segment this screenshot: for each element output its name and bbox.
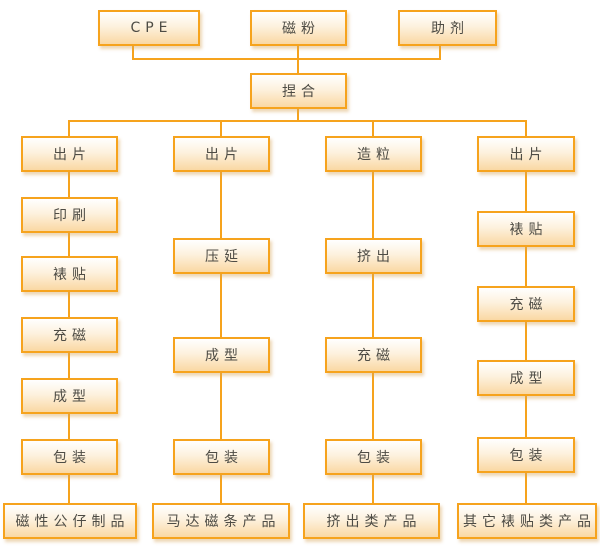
- product-node: 磁性公仔制品: [3, 503, 137, 539]
- connector-line: [68, 233, 70, 256]
- step-node: 裱贴: [21, 256, 118, 292]
- connector-line: [220, 172, 222, 238]
- step-node: 造粒: [325, 136, 422, 172]
- step-node: 出片: [21, 136, 118, 172]
- node-cpe: CPE: [98, 10, 200, 46]
- node-kneading: 捏合: [250, 73, 347, 109]
- step-node: 裱贴: [477, 211, 575, 247]
- connector-line: [68, 353, 70, 378]
- connector-line: [525, 172, 527, 211]
- product-node: 马达磁条产品: [152, 503, 290, 539]
- connector-line: [372, 475, 374, 503]
- connector-line: [525, 396, 527, 437]
- connector-line: [68, 172, 70, 197]
- node-additive: 助剂: [398, 10, 497, 46]
- connector-line: [132, 58, 441, 60]
- step-node: 挤出: [325, 238, 422, 274]
- node-magnetic-powder: 磁粉: [250, 10, 347, 46]
- connector-line: [68, 475, 70, 503]
- connector-line: [220, 373, 222, 439]
- step-node: 成型: [173, 337, 270, 373]
- connector-line: [525, 247, 527, 286]
- step-node: 成型: [477, 360, 575, 396]
- step-node: 包装: [477, 437, 575, 473]
- step-node: 出片: [173, 136, 270, 172]
- connector-line: [525, 322, 527, 360]
- connector-line: [439, 45, 441, 60]
- connector-line: [372, 172, 374, 238]
- product-node: 挤出类产品: [303, 503, 440, 539]
- connector-line: [297, 45, 299, 75]
- step-node: 成型: [21, 378, 118, 414]
- connector-line: [297, 107, 299, 122]
- step-node: 包装: [173, 439, 270, 475]
- connector-line: [220, 475, 222, 503]
- step-node: 包装: [21, 439, 118, 475]
- connector-line: [68, 120, 70, 136]
- connector-line: [220, 120, 222, 136]
- product-node: 其它裱贴类产品: [457, 503, 597, 539]
- connector-line: [372, 373, 374, 439]
- connector-line: [525, 473, 527, 503]
- step-node: 充磁: [477, 286, 575, 322]
- connector-line: [68, 414, 70, 439]
- connector-line: [525, 120, 527, 136]
- connector-line: [372, 120, 374, 136]
- step-node: 压延: [173, 238, 270, 274]
- step-node: 出片: [477, 136, 575, 172]
- step-node: 充磁: [21, 317, 118, 353]
- step-node: 包装: [325, 439, 422, 475]
- step-node: 充磁: [325, 337, 422, 373]
- connector-line: [220, 274, 222, 337]
- connector-line: [68, 120, 527, 122]
- connector-line: [132, 45, 134, 60]
- connector-line: [372, 274, 374, 337]
- connector-line: [68, 292, 70, 317]
- step-node: 印刷: [21, 197, 118, 233]
